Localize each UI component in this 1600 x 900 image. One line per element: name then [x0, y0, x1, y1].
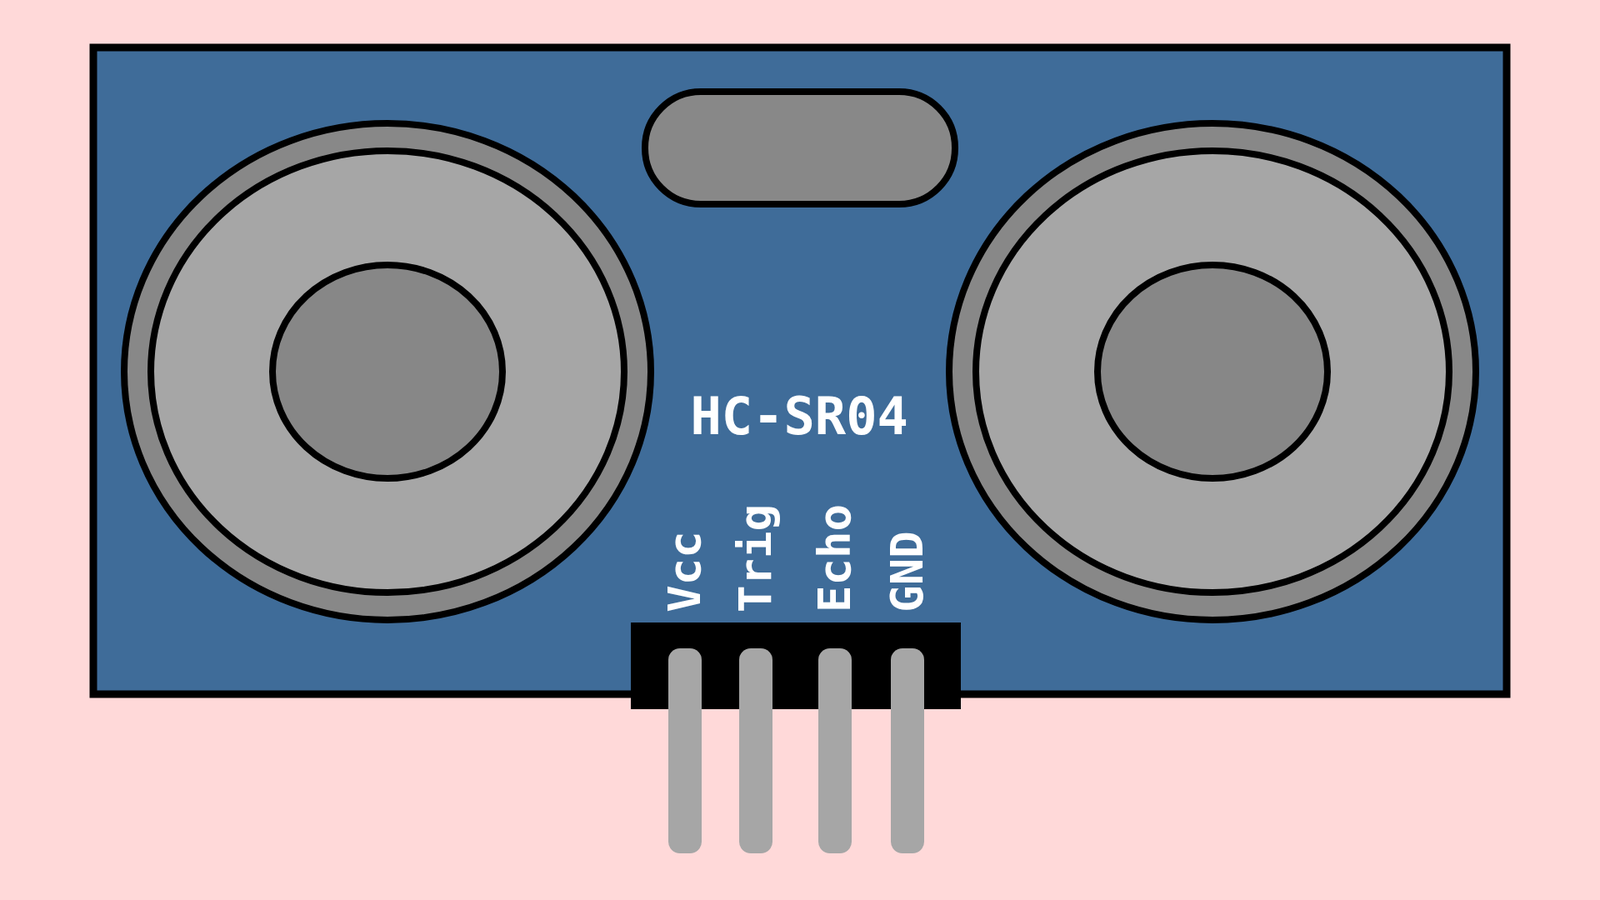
left-transducer	[124, 123, 651, 620]
board-title: HC-SR04	[690, 390, 909, 443]
pin	[739, 648, 773, 854]
pcb-board	[93, 47, 1507, 695]
transducer-center	[1097, 265, 1328, 479]
pin-name: Vcc	[662, 530, 708, 613]
header-pins	[668, 648, 925, 854]
pin	[668, 648, 702, 854]
transducer-rim	[124, 123, 651, 620]
crystal-oscillator	[645, 91, 955, 205]
transducer-face	[150, 150, 625, 593]
pin	[818, 648, 852, 854]
pin-name: Trig	[733, 504, 779, 613]
pin-name: Echo	[812, 504, 858, 613]
pin-name: GND	[885, 530, 930, 613]
transducer-center	[272, 265, 503, 479]
transducer-face	[975, 150, 1450, 593]
pin	[890, 648, 925, 854]
right-transducer	[949, 123, 1476, 620]
transducer-rim	[949, 123, 1476, 620]
